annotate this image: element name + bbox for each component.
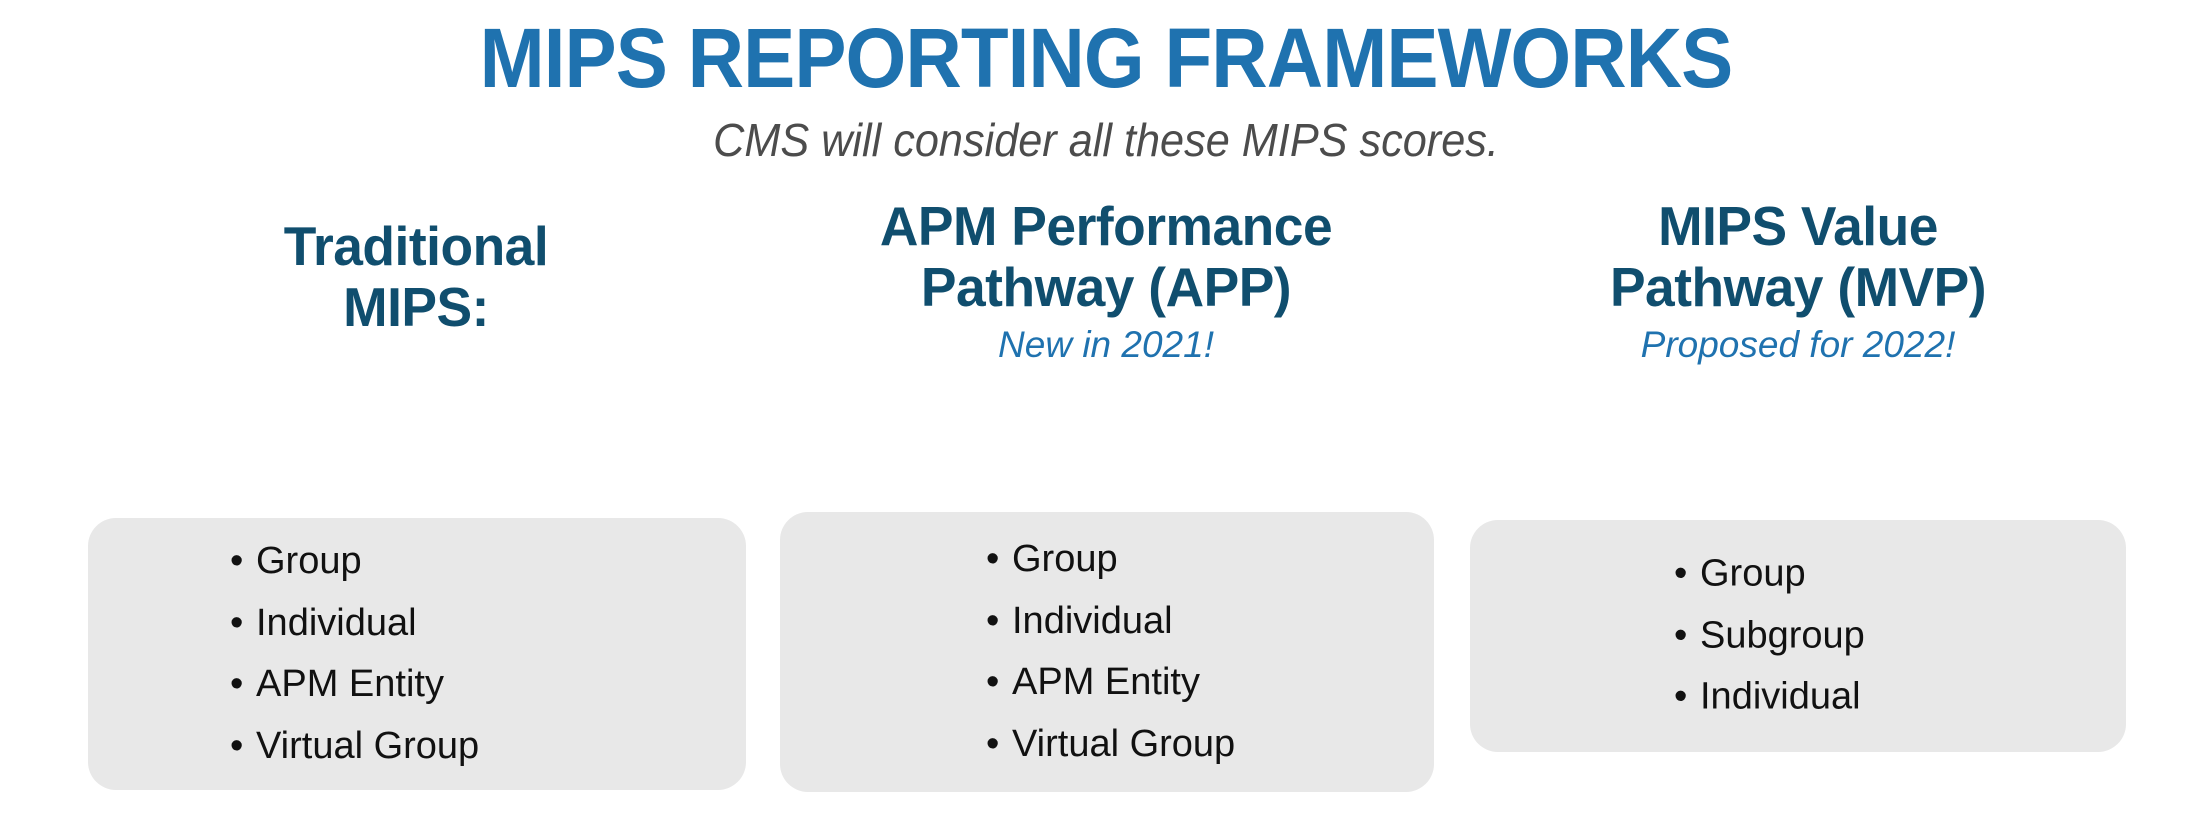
list-item-label: Virtual Group bbox=[1012, 722, 1236, 765]
column-heading-line-1: APM Performance bbox=[879, 195, 1333, 257]
list-item: • Virtual Group bbox=[986, 714, 1235, 776]
list-item: • Subgroup bbox=[1674, 605, 1865, 667]
page-title: MIPS REPORTING FRAMEWORKS bbox=[479, 11, 1734, 105]
list-item-label: Individual bbox=[1012, 599, 1173, 642]
header: MIPS REPORTING FRAMEWORKS CMS will consi… bbox=[0, 0, 2212, 164]
bullet-dot-icon: • bbox=[1674, 552, 1688, 595]
list-item: • Individual bbox=[230, 592, 479, 654]
bullet-dot-icon: • bbox=[1674, 614, 1688, 657]
framework-column-apm-performance-pathway: APM Performance Pathway (APP) New in 202… bbox=[760, 196, 1452, 839]
page-subtitle: CMS will consider all these MIPS scores. bbox=[713, 113, 1499, 166]
column-heading: APM Performance Pathway (APP) bbox=[770, 196, 1441, 317]
column-note: Proposed for 2022! bbox=[1640, 324, 1956, 365]
column-heading-line-1: Traditional bbox=[283, 215, 549, 277]
reporting-options-list: • Group • Individual • APM Entity • Virt… bbox=[986, 529, 1235, 775]
list-item-label: Subgroup bbox=[1700, 614, 1865, 657]
reporting-options-list: • Group • Individual • APM Entity • Virt… bbox=[230, 531, 479, 777]
reporting-options-card: • Group • Subgroup • Individual bbox=[1470, 520, 2126, 752]
column-heading-line-2: MIPS: bbox=[343, 275, 489, 338]
bullet-dot-icon: • bbox=[230, 724, 244, 767]
list-item-label: APM Entity bbox=[256, 663, 444, 705]
list-item: • Group bbox=[230, 531, 479, 593]
bullet-dot-icon: • bbox=[986, 722, 1000, 765]
list-item-label: Group bbox=[256, 539, 362, 582]
bullet-dot-icon: • bbox=[986, 599, 1000, 642]
list-item: • Group bbox=[986, 529, 1235, 591]
framework-column-traditional-mips: Traditional MIPS: • Group • Individual • bbox=[60, 196, 772, 839]
framework-column-mips-value-pathway: MIPS Value Pathway (MVP) Proposed for 20… bbox=[1452, 196, 2144, 839]
column-heading: MIPS Value Pathway (MVP) bbox=[1462, 196, 2133, 317]
list-item-label: Individual bbox=[1700, 675, 1861, 718]
list-item: • Individual bbox=[1674, 667, 1865, 729]
list-item: • Individual bbox=[986, 590, 1235, 652]
column-note: New in 2021! bbox=[998, 324, 1214, 365]
bullet-dot-icon: • bbox=[230, 663, 244, 705]
list-item-label: Group bbox=[1700, 552, 1806, 595]
bullet-dot-icon: • bbox=[230, 539, 244, 582]
list-item: • Virtual Group bbox=[230, 716, 479, 778]
bullet-dot-icon: • bbox=[986, 661, 1000, 703]
list-item: • APM Entity bbox=[230, 654, 479, 716]
reporting-options-card: • Group • Individual • APM Entity • Virt… bbox=[780, 512, 1434, 792]
bullet-dot-icon: • bbox=[986, 537, 1000, 580]
list-item-label: Group bbox=[1012, 537, 1118, 580]
reporting-options-card: • Group • Individual • APM Entity • Virt… bbox=[88, 518, 746, 790]
framework-columns: Traditional MIPS: • Group • Individual • bbox=[0, 196, 2212, 839]
list-item-label: Virtual Group bbox=[256, 724, 480, 767]
list-item: • Group bbox=[1674, 544, 1865, 606]
column-heading-line-1: MIPS Value bbox=[1658, 195, 1938, 257]
column-heading-line-2: Pathway (MVP) bbox=[1609, 255, 1987, 318]
bullet-dot-icon: • bbox=[1674, 675, 1688, 718]
list-item-label: Individual bbox=[256, 601, 417, 644]
column-heading: Traditional MIPS: bbox=[71, 196, 762, 337]
bullet-dot-icon: • bbox=[230, 601, 244, 644]
column-heading-line-2: Pathway (APP) bbox=[920, 255, 1292, 318]
list-item: • APM Entity bbox=[986, 652, 1235, 714]
list-item-label: APM Entity bbox=[1012, 661, 1200, 703]
reporting-options-list: • Group • Subgroup • Individual bbox=[1674, 544, 1865, 729]
